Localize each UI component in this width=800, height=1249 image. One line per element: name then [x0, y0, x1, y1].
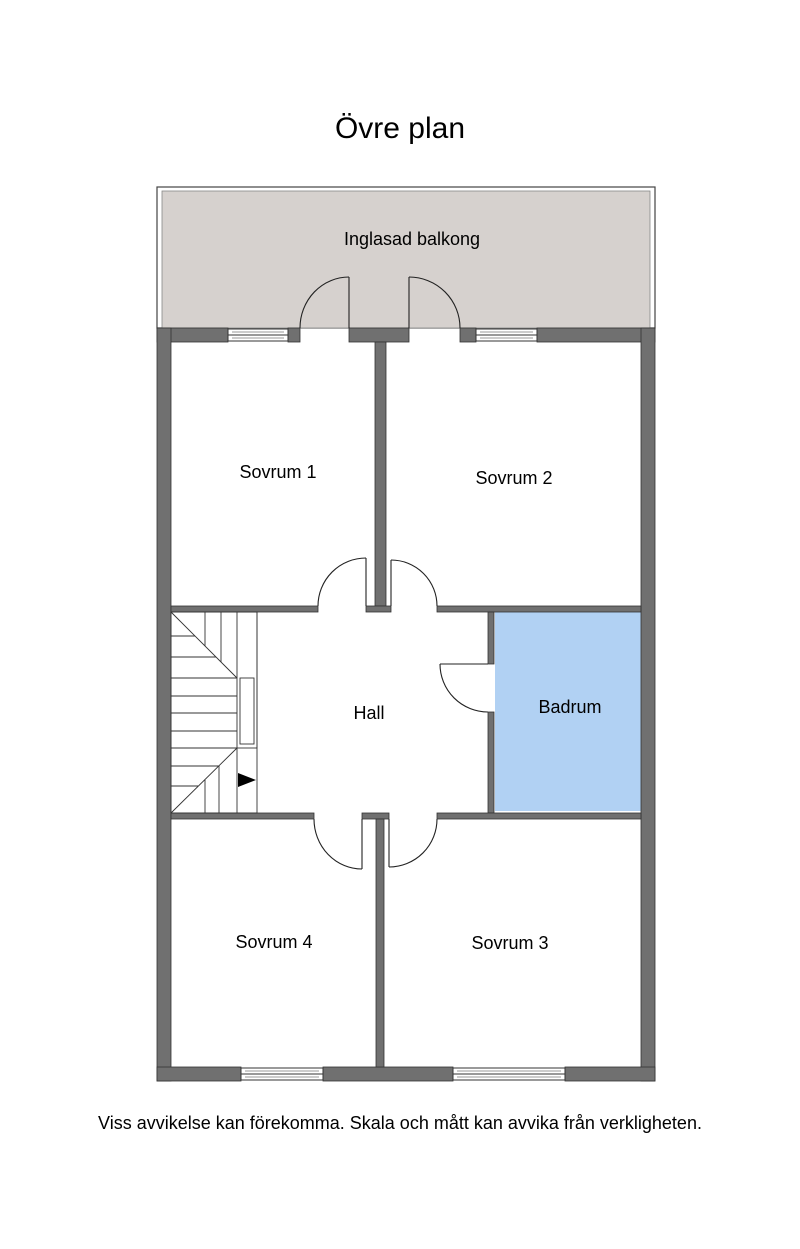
room-label-bedroom1: Sovrum 1: [239, 462, 316, 482]
room-label-hall: Hall: [353, 703, 384, 723]
page-title: Övre plan: [334, 112, 466, 145]
balcony-area: [161, 190, 651, 329]
room-label-bedroom3: Sovrum 3: [471, 933, 548, 953]
walls: [156, 327, 656, 1082]
staircase: [170, 611, 258, 814]
windows: [227, 328, 566, 1081]
room-label-bedroom2: Sovrum 2: [475, 468, 552, 488]
stair-direction-arrow: [238, 773, 256, 787]
room-label-bathroom: Badrum: [538, 697, 601, 717]
doors: [299, 276, 489, 870]
disclaimer-text: Viss avvikelse kan förekomma. Skala och …: [98, 1113, 702, 1133]
room-label-bedroom4: Sovrum 4: [235, 932, 312, 952]
bathroom-area: [495, 611, 641, 811]
room-label-balcony: Inglasad balkong: [344, 229, 480, 249]
